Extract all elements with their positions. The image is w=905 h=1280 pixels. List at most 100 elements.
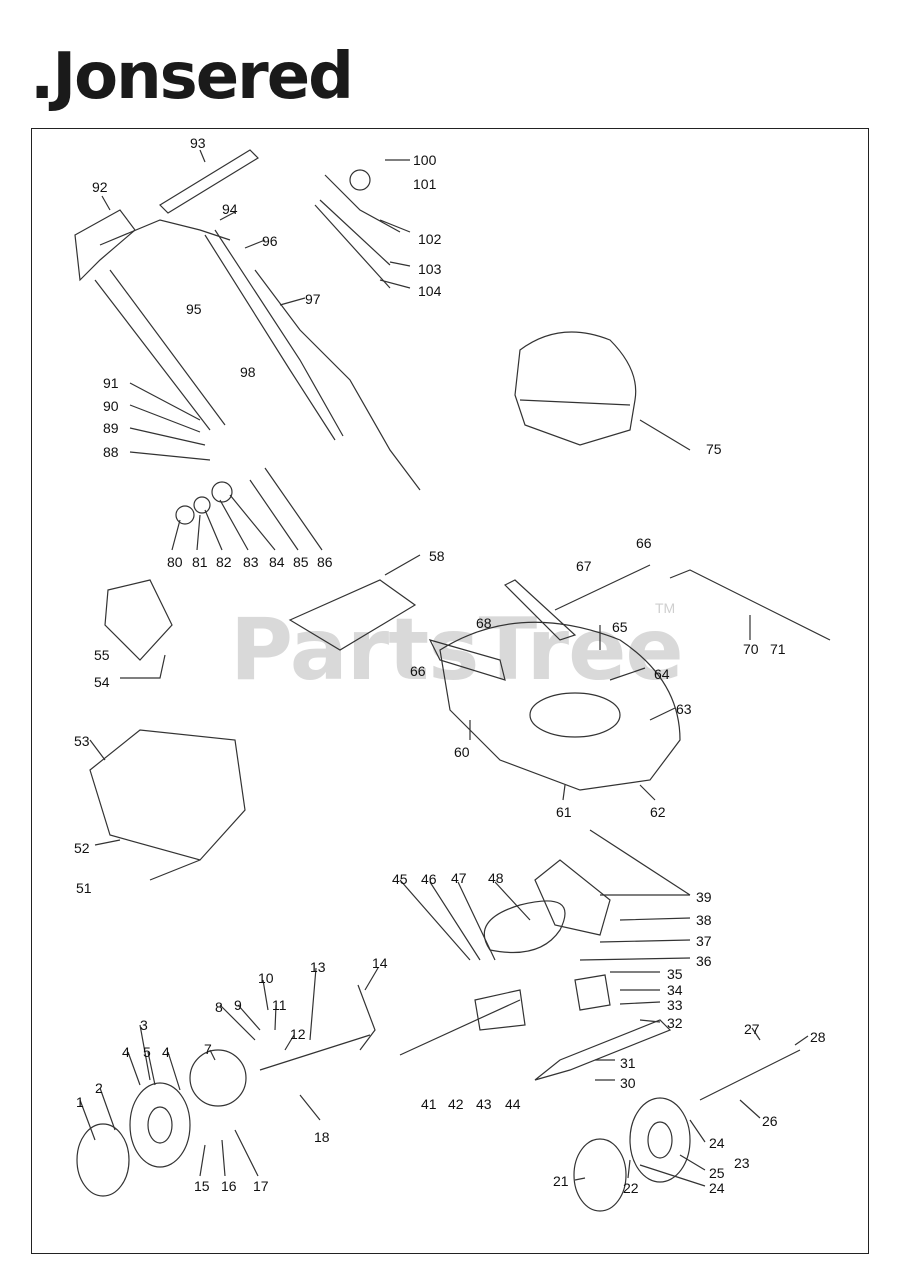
part-label-67: 67: [576, 558, 592, 574]
part-label-5: 5: [143, 1044, 151, 1060]
part-label-41: 41: [421, 1096, 437, 1112]
part-label-89: 89: [103, 420, 119, 436]
rear-handle-bracket-66: [428, 639, 506, 681]
part-label-54: 54: [94, 674, 110, 690]
part-label-32: 32: [667, 1015, 683, 1031]
part-label-63: 63: [676, 701, 692, 717]
front-axle-26: [699, 1049, 801, 1101]
control-rod-67: [554, 564, 651, 611]
engine-shaft-39: [589, 829, 691, 896]
part-label-102: 102: [418, 231, 442, 247]
part-label-18: 18: [314, 1129, 330, 1145]
part-label-27: 27: [744, 1021, 760, 1037]
part-label-86: 86: [317, 554, 333, 570]
handle-left-tube-2: [109, 269, 226, 426]
grassbox: [89, 729, 246, 861]
throttle-knob: [349, 169, 371, 191]
part-label-80: 80: [167, 554, 183, 570]
throttle-rod: [319, 199, 391, 266]
throttle-rod-2: [314, 204, 391, 289]
part-label-33: 33: [667, 997, 683, 1013]
handle-knob-80: [175, 505, 195, 525]
part-label-24a: 24: [709, 1135, 725, 1151]
blade-adapter-33: [574, 974, 611, 1011]
part-label-81: 81: [192, 554, 208, 570]
control-cable: [254, 269, 421, 491]
part-label-53: 53: [74, 733, 90, 749]
deck-opening: [529, 692, 621, 738]
rear-wheel-5: [129, 1082, 191, 1168]
part-label-35: 35: [667, 966, 683, 982]
grassbox-lid: [288, 579, 417, 651]
part-label-96: 96: [262, 233, 278, 249]
part-label-28: 28: [810, 1029, 826, 1045]
partstree-watermark: PartsTree: [230, 600, 684, 700]
part-label-45: 45: [392, 871, 408, 887]
part-label-13: 13: [310, 959, 326, 975]
part-label-22: 22: [623, 1180, 639, 1196]
part-label-31: 31: [620, 1055, 636, 1071]
part-label-26: 26: [762, 1113, 778, 1129]
part-label-103: 103: [418, 261, 442, 277]
handle-knob-82: [193, 496, 211, 514]
handle-right-tube: [204, 234, 336, 441]
part-label-91: 91: [103, 375, 119, 391]
part-label-94: 94: [222, 201, 238, 217]
part-label-9: 9: [234, 997, 242, 1013]
part-label-24b: 24: [709, 1180, 725, 1196]
part-label-84: 84: [269, 554, 285, 570]
diagram-frame: [31, 128, 869, 1254]
part-label-101: 101: [413, 176, 437, 192]
part-label-12: 12: [290, 1026, 306, 1042]
handle-frame: [99, 219, 231, 246]
part-label-46: 46: [421, 871, 437, 887]
part-label-21: 21: [553, 1173, 569, 1189]
handle-left-grip: [74, 209, 136, 282]
handle-washer-84: [211, 481, 233, 503]
drive-bracket-48: [534, 859, 611, 936]
part-label-8: 8: [215, 999, 223, 1015]
part-label-98: 98: [240, 364, 256, 380]
trademark-mark: TM: [655, 600, 676, 616]
part-label-55: 55: [94, 647, 110, 663]
part-label-64: 64: [654, 666, 670, 682]
handle-left-tube: [94, 279, 211, 431]
part-label-58: 58: [429, 548, 445, 564]
rear-flap: [104, 579, 173, 661]
part-label-42: 42: [448, 1096, 464, 1112]
part-label-93: 93: [190, 135, 206, 151]
handle-upper-bar: [159, 149, 259, 214]
part-label-4b: 4: [162, 1044, 170, 1060]
part-label-51: 51: [76, 880, 92, 896]
part-label-15: 15: [194, 1178, 210, 1194]
part-label-3: 3: [140, 1017, 148, 1033]
part-label-60: 60: [454, 744, 470, 760]
part-label-92: 92: [92, 179, 108, 195]
mower-deck: [439, 621, 681, 791]
part-label-25: 25: [709, 1165, 725, 1181]
part-label-65: 65: [612, 619, 628, 635]
part-label-30: 30: [620, 1075, 636, 1091]
drive-shaft-41: [399, 999, 521, 1056]
part-label-95: 95: [186, 301, 202, 317]
rear-axle-13: [259, 1034, 371, 1071]
part-label-23: 23: [734, 1155, 750, 1171]
hubcap-1: [76, 1123, 130, 1197]
part-label-88: 88: [103, 444, 119, 460]
part-label-11: 11: [272, 997, 287, 1013]
part-label-68: 68: [476, 615, 492, 631]
part-label-47: 47: [451, 870, 467, 886]
blade-31: [534, 1019, 672, 1081]
front-axle-70: [669, 569, 831, 641]
part-label-34: 34: [667, 982, 683, 998]
part-label-2: 2: [95, 1080, 103, 1096]
bottom-rule: [31, 1253, 869, 1254]
part-label-38: 38: [696, 912, 712, 928]
part-label-100: 100: [413, 152, 437, 168]
part-label-44: 44: [505, 1096, 521, 1112]
part-label-61: 61: [556, 804, 572, 820]
part-label-52: 52: [74, 840, 90, 856]
part-label-36: 36: [696, 953, 712, 969]
part-label-71: 71: [770, 641, 786, 657]
